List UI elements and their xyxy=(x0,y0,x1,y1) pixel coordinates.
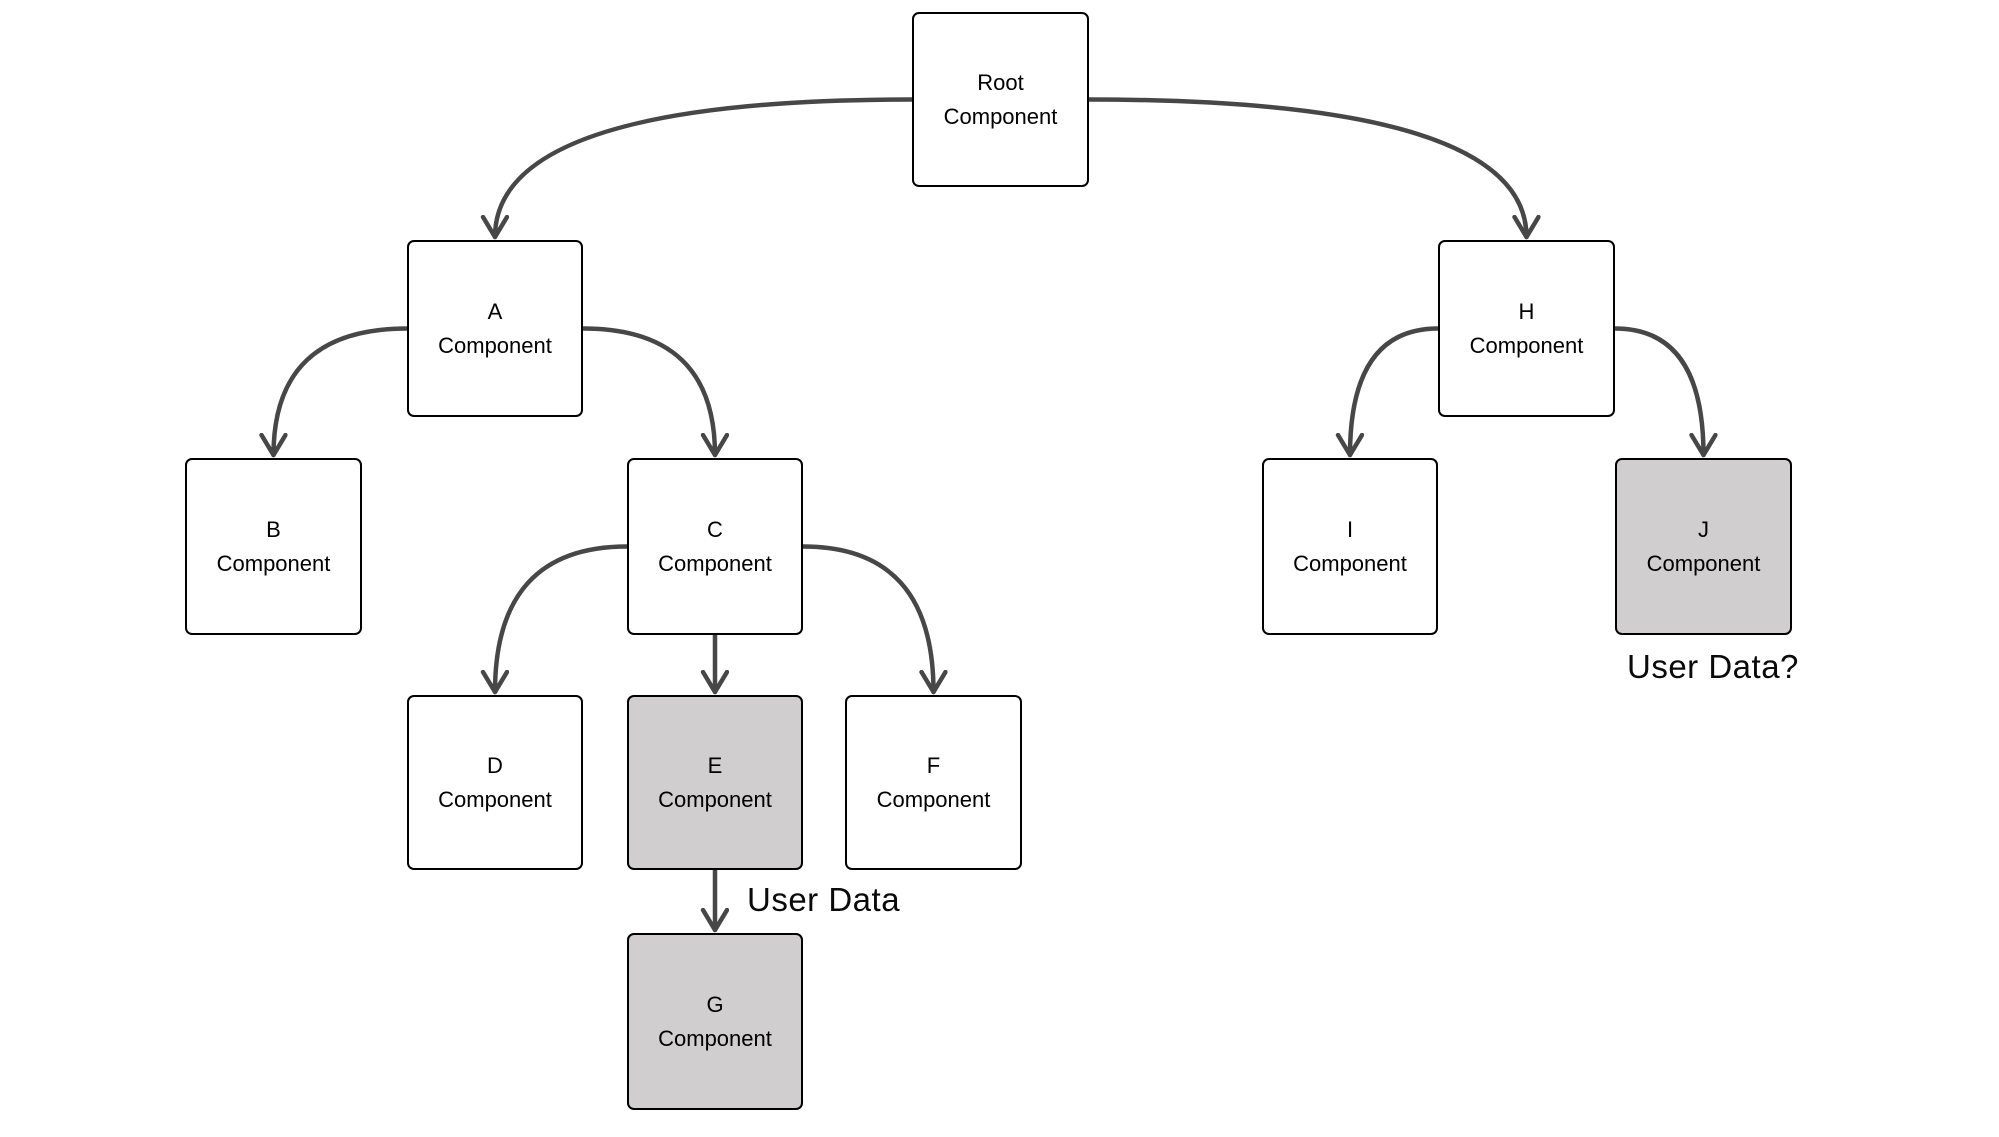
node-b: B Component xyxy=(185,458,362,635)
edge-h-i xyxy=(1350,326,1441,458)
edge-root-a xyxy=(495,97,915,240)
node-c: C Component xyxy=(627,458,803,635)
node-g: G Component xyxy=(627,933,803,1110)
edge-c-d xyxy=(495,544,630,695)
node-letter: F xyxy=(926,752,941,778)
node-type-label: Component xyxy=(658,550,772,576)
node-e: E Component xyxy=(627,695,803,870)
node-type-label: Component xyxy=(876,786,991,812)
node-j: J Component xyxy=(1615,458,1792,635)
user-data-label: User Data xyxy=(747,881,901,918)
node-letter: H xyxy=(1518,298,1535,324)
node-type-label: Component xyxy=(658,1025,772,1051)
edge-h-j xyxy=(1612,326,1704,458)
node-type-label: Component xyxy=(1293,550,1407,576)
node-letter: E xyxy=(707,752,723,778)
node-type-label: Component xyxy=(943,103,1058,129)
edge-c-f xyxy=(800,544,934,695)
node-type-label: Component xyxy=(1469,332,1584,358)
node-type-label: Component xyxy=(216,550,331,576)
edge-root-h xyxy=(1086,97,1527,240)
node-a: A Component xyxy=(407,240,583,417)
node-d: D Component xyxy=(407,695,583,870)
node-letter: G xyxy=(706,991,724,1017)
node-i: I Component xyxy=(1262,458,1438,635)
node-letter: Root xyxy=(977,69,1024,95)
node-letter: B xyxy=(266,516,281,542)
node-letter: I xyxy=(1346,516,1354,542)
node-letter: D xyxy=(487,752,503,778)
node-f: F Component xyxy=(845,695,1022,870)
edge-a-b xyxy=(274,326,410,458)
node-letter: J xyxy=(1698,516,1709,542)
node-letter: C xyxy=(707,516,723,542)
node-type-label: Component xyxy=(658,786,772,812)
node-type-label: Component xyxy=(1646,550,1761,576)
node-h: H Component xyxy=(1438,240,1615,417)
node-letter: A xyxy=(487,298,503,324)
node-type-label: Component xyxy=(438,332,552,358)
edge-a-c xyxy=(580,326,715,458)
user-data-question-label: User Data? xyxy=(1627,648,1799,685)
node-type-label: Component xyxy=(438,786,552,812)
